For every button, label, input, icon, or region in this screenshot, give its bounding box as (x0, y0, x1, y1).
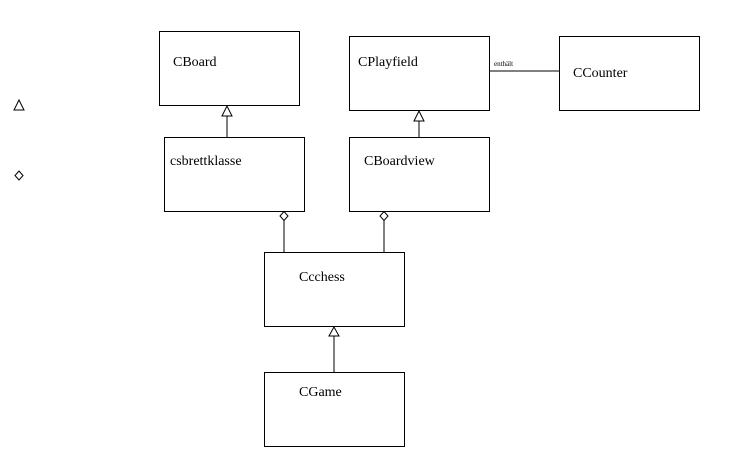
class-name-ccchess: Ccchess (299, 270, 345, 285)
class-cboardview: CBoardview (349, 137, 490, 212)
association-label-contains: enthält (494, 60, 513, 68)
class-name-cboard: CBoard (173, 55, 217, 70)
generalization-triangle-icon-ccchess (328, 325, 340, 337)
class-csbrettklasse: csbrettklasse (164, 137, 305, 212)
class-name-cgame: CGame (299, 385, 342, 400)
class-cplayfield: CPlayfield (349, 36, 490, 111)
class-ccchess: Ccchess (264, 252, 405, 327)
class-cboard: CBoard (159, 31, 300, 106)
legend-aggregation-diamond-icon (14, 170, 24, 181)
legend-generalization-triangle-icon (13, 98, 25, 111)
aggregation-diamond-icon-cboardview (379, 210, 389, 222)
class-cgame: CGame (264, 372, 405, 447)
class-name-cplayfield: CPlayfield (358, 55, 418, 70)
class-name-ccounter: CCounter (573, 66, 628, 81)
class-ccounter: CCounter (559, 36, 700, 111)
generalization-triangle-icon-cboard (221, 104, 233, 117)
class-name-cboardview: CBoardview (364, 154, 436, 169)
aggregation-diamond-icon-csbrettklasse (279, 210, 289, 222)
class-name-csbrettklasse: csbrettklasse (170, 154, 242, 169)
generalization-triangle-icon-cplayfield (413, 109, 425, 122)
